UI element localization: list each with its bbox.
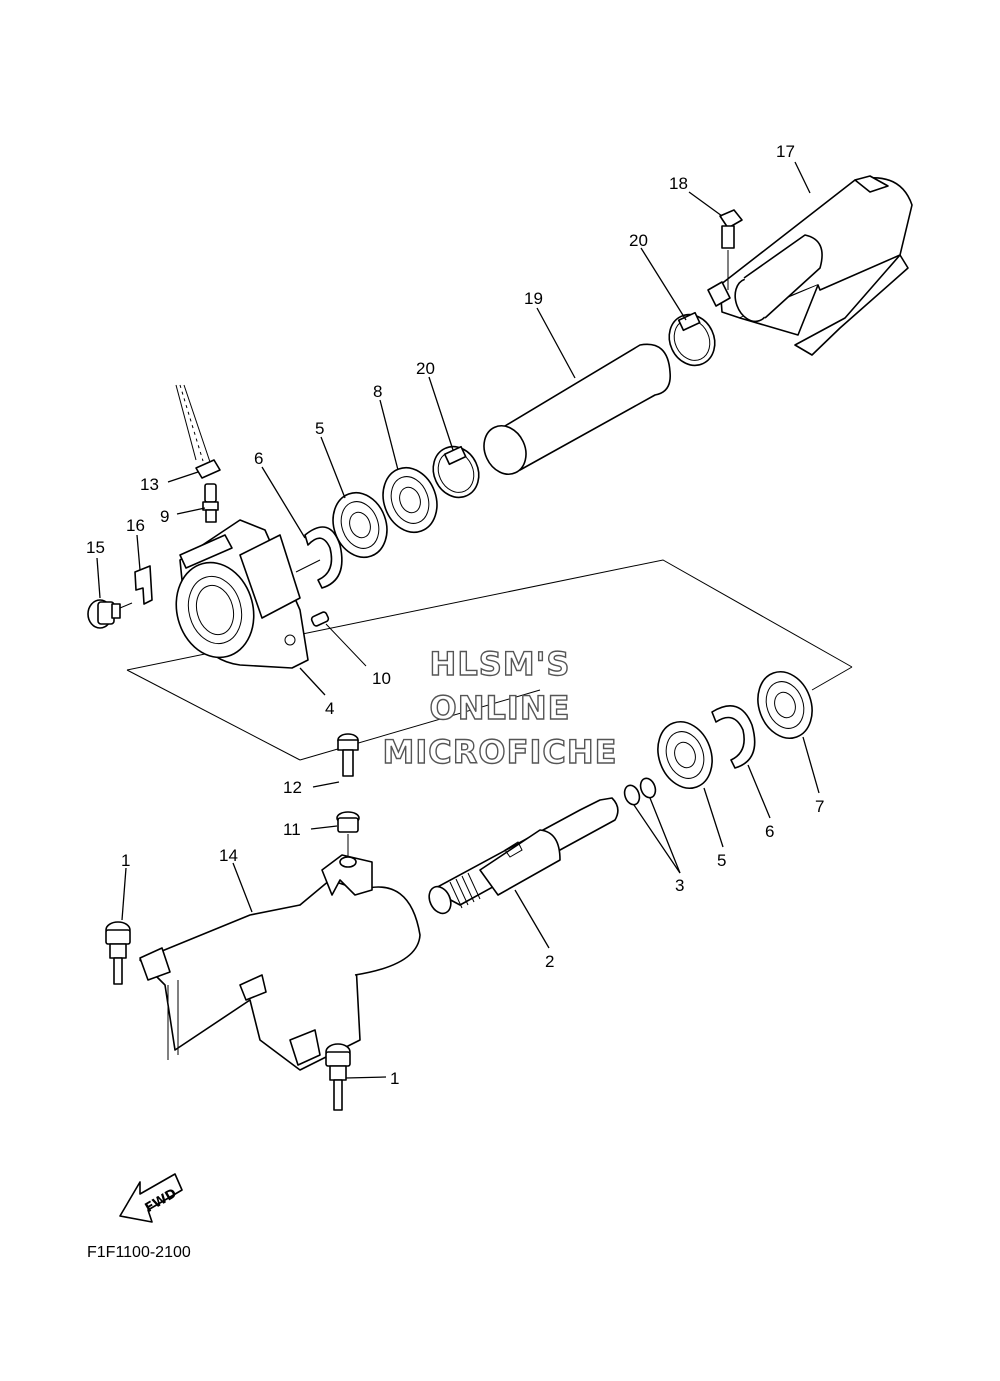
callout-1-lower: 1: [390, 1069, 399, 1088]
collar-part-11: [336, 811, 360, 858]
callout-16: 16: [126, 516, 145, 535]
bearing-part-7: [757, 671, 813, 739]
callout-18: 18: [669, 174, 688, 193]
callout-20-lower: 20: [416, 359, 435, 378]
bolt-part-1-lower: [325, 1043, 351, 1111]
bearing-part-5-upper: [332, 491, 388, 559]
shaft-part-2: [428, 797, 619, 915]
callout-2: 2: [545, 952, 554, 971]
callout-15: 15: [86, 538, 105, 557]
hose-part-19: [483, 343, 672, 475]
housing-part-4: [175, 519, 309, 669]
hose-clamp-part-20-lower: [432, 445, 480, 499]
clip-part-13: [195, 459, 221, 479]
callout-1-upper: 1: [121, 851, 130, 870]
bolt-part-12: [337, 733, 359, 777]
callout-6-upper: 6: [254, 449, 263, 468]
bolt-part-18: [719, 209, 743, 290]
duct-housing-part-14: [139, 854, 421, 1071]
assembly-reference-frame-lower: [126, 669, 301, 761]
callout-labels: 17 18 20 19 20 8 5 6 13 9 16 15 10 4 12 …: [86, 142, 824, 1088]
callout-17: 17: [776, 142, 795, 161]
circlip-part-6-upper: [295, 526, 343, 589]
pin-part-10: [310, 611, 367, 667]
callout-10: 10: [372, 669, 391, 688]
diagram-code: F1F1100-2100: [87, 1244, 191, 1261]
watermark-line-3: MICROFICHE: [383, 733, 618, 771]
callout-3: 3: [675, 876, 684, 895]
circlip-part-6-lower: [711, 705, 756, 769]
callout-9: 9: [160, 507, 169, 526]
callout-11: 11: [283, 820, 301, 839]
bolt-part-15: [87, 599, 133, 629]
callout-12: 12: [283, 778, 302, 797]
callout-7: 7: [815, 797, 824, 816]
fitting-part-9: [202, 483, 219, 523]
assembly-reference-frame: [126, 559, 853, 671]
callout-19: 19: [524, 289, 543, 308]
callout-6-lower: 6: [765, 822, 774, 841]
bearing-part-5-lower: [657, 721, 713, 789]
watermark-line-2: ONLINE: [430, 689, 571, 727]
hose-clamp-part-20-upper: [668, 311, 716, 367]
leader-lines: [96, 161, 820, 1079]
fwd-arrow-icon: FWD: [119, 1173, 183, 1223]
callout-4: 4: [325, 699, 334, 718]
bolt-part-1-upper: [105, 921, 131, 985]
watermark-line-1: HLSM'S: [430, 645, 571, 683]
callout-14: 14: [219, 846, 238, 865]
callout-20-upper: 20: [629, 231, 648, 250]
callout-8: 8: [373, 382, 382, 401]
plate-part-16: [134, 565, 153, 605]
callout-13: 13: [140, 475, 159, 494]
callout-5-lower: 5: [717, 851, 726, 870]
cable-line: [175, 384, 211, 463]
bearing-part-8: [382, 466, 438, 534]
callout-5-upper: 5: [315, 419, 324, 438]
watermark: HLSM'S ONLINE MICROFICHE: [382, 644, 618, 771]
o-ring-part-3: [623, 777, 657, 806]
assembly-reference-frame-right: [811, 666, 853, 691]
nozzle-cover-part: [707, 175, 913, 356]
